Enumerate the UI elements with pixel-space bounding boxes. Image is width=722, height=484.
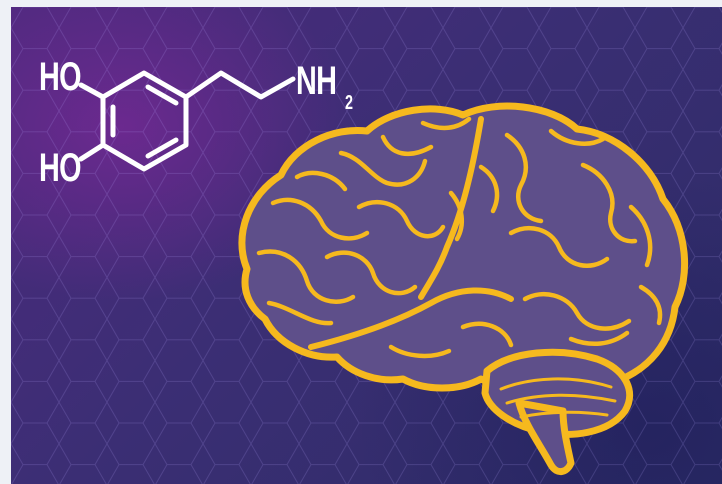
ethylamine-chain (183, 70, 296, 100)
cerebrum-outline (238, 102, 689, 392)
dopamine-structure (78, 70, 296, 172)
central-sulcus (418, 116, 484, 300)
hydroxyl-bond-bottom (78, 142, 106, 162)
hydroxyl-label-bottom: HO (39, 146, 81, 190)
lateral-sulcus (308, 287, 514, 350)
hydroxyl-bond-top (78, 82, 106, 100)
illustration-panel: HO HO NH 2 (11, 7, 722, 484)
amine-subscript: 2 (345, 92, 354, 114)
brain-stem (515, 399, 575, 475)
hydroxyl-label-top: HO (39, 55, 81, 99)
brain-illustration (238, 102, 689, 475)
amine-label: NH (296, 59, 337, 103)
